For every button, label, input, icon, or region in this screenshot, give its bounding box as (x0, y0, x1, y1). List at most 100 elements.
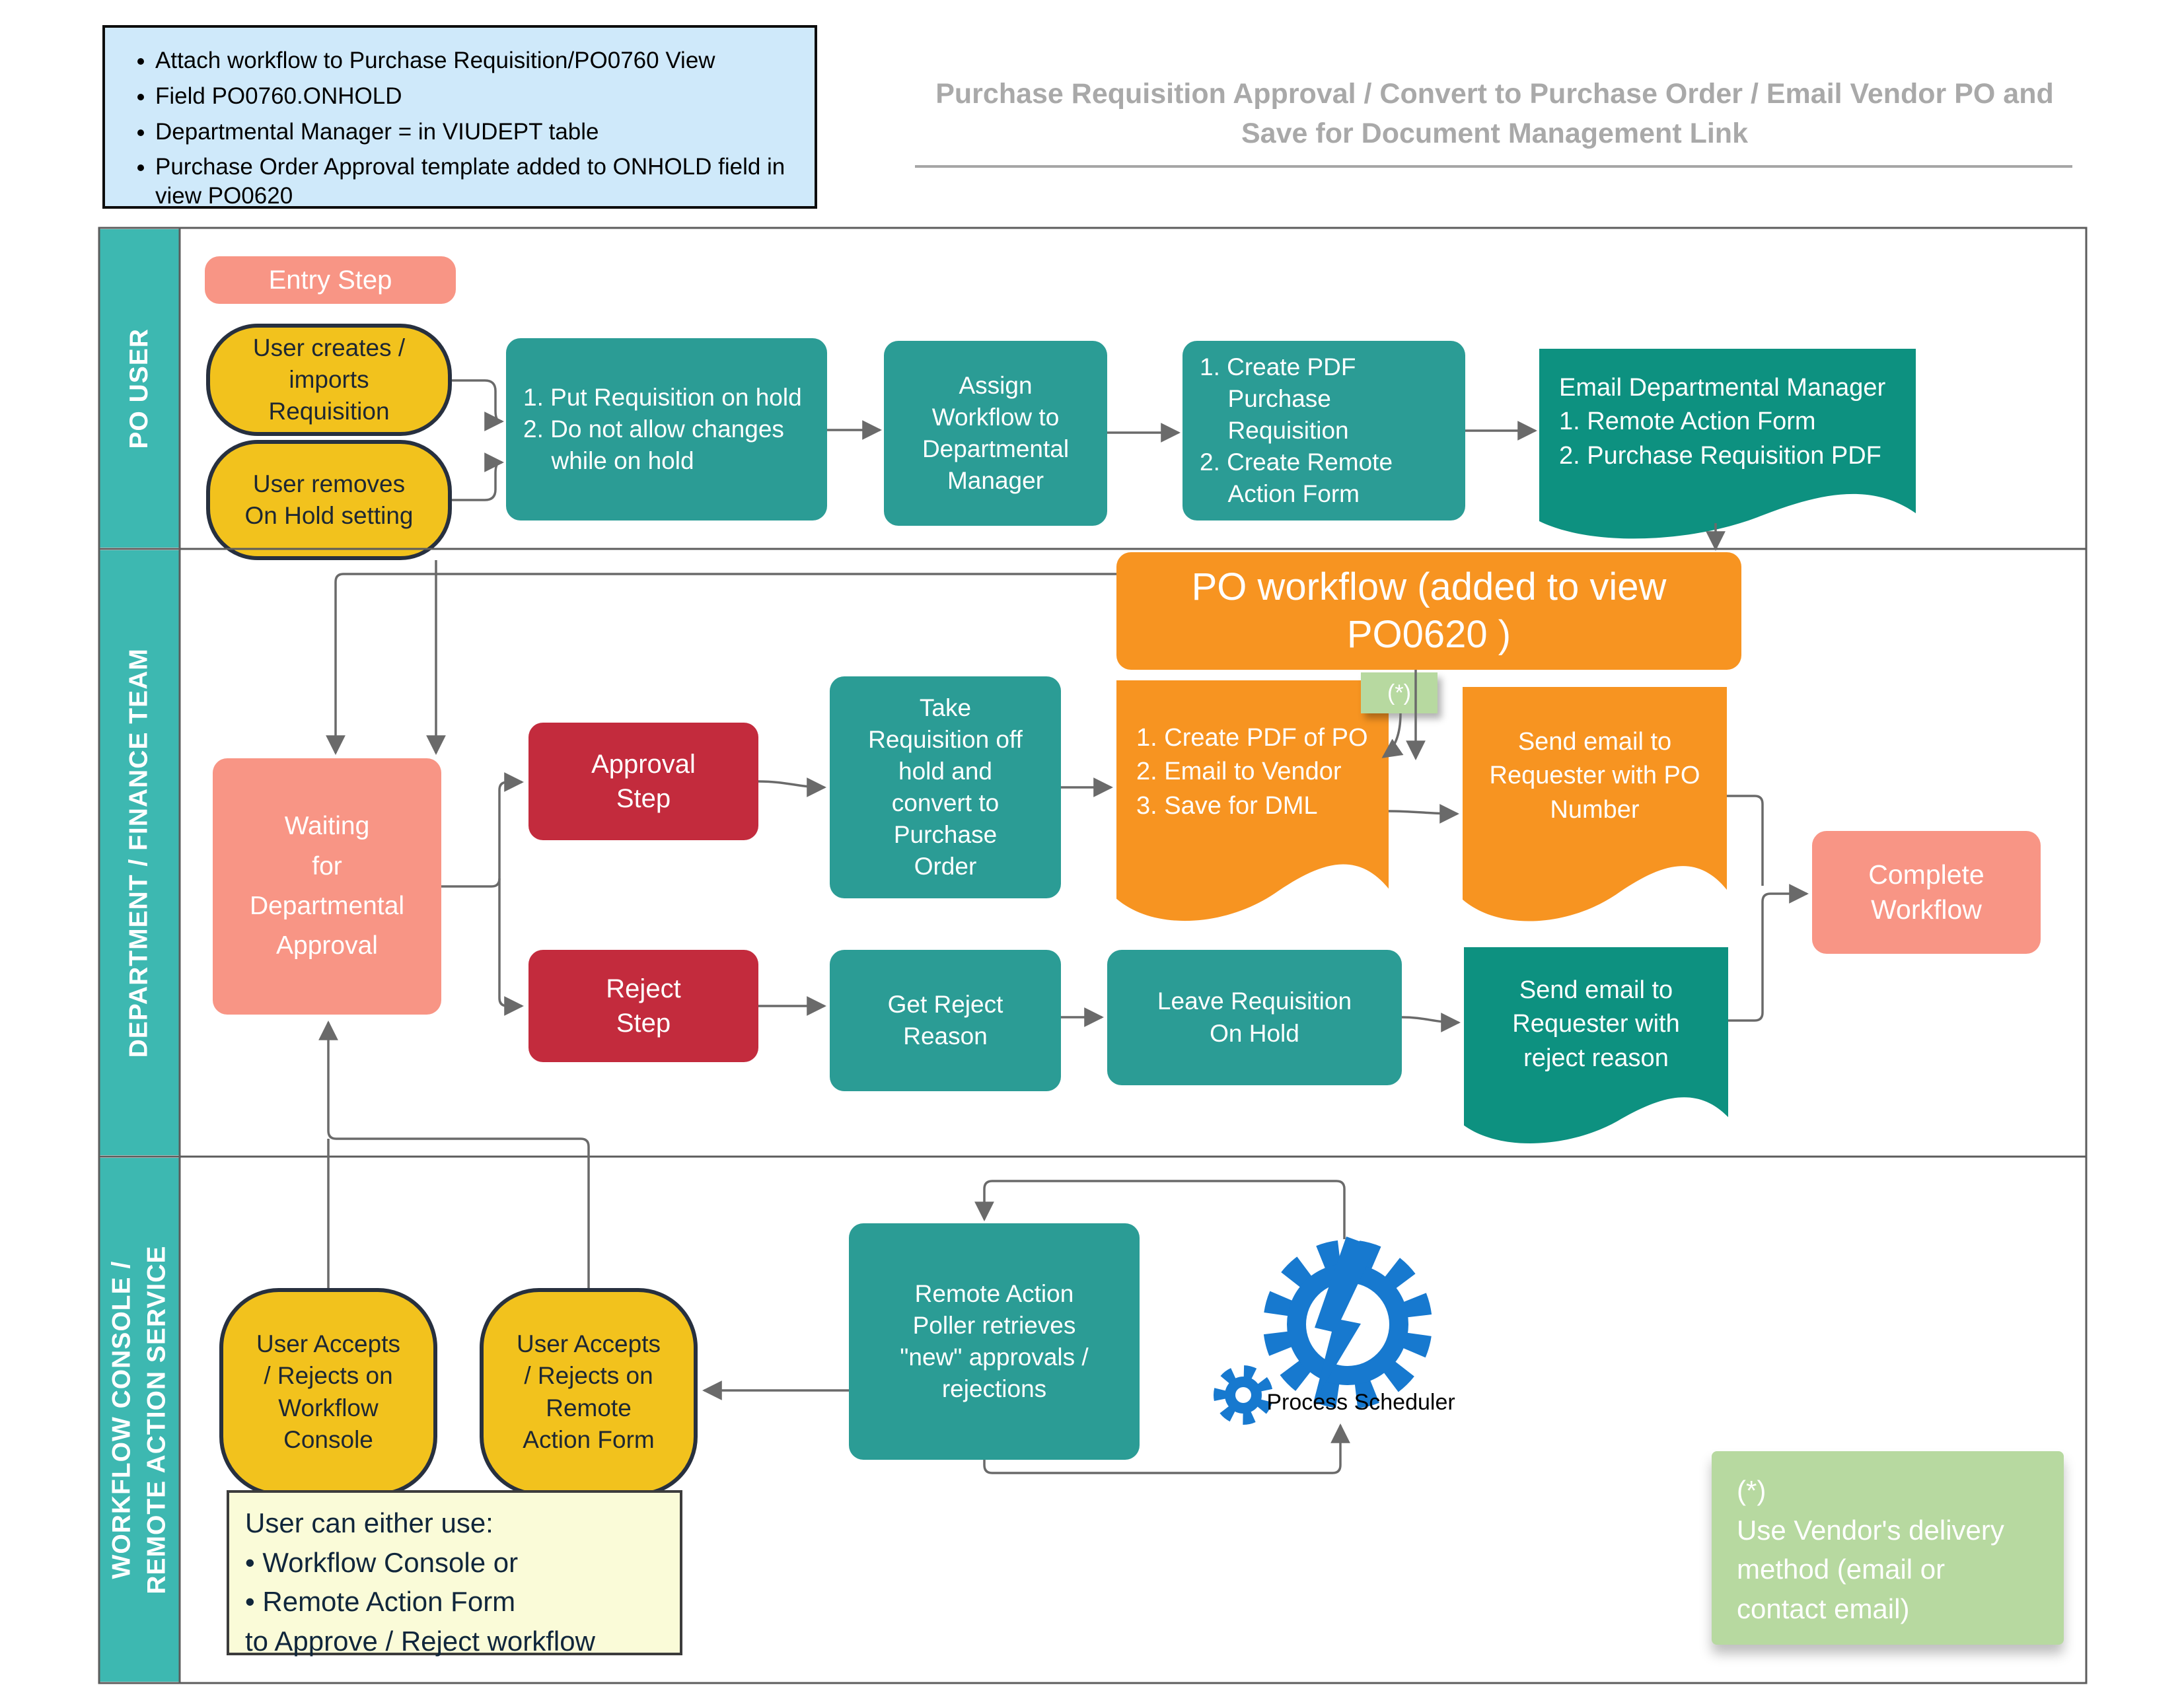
text-line: Purchase Order Approval template added t… (155, 153, 795, 211)
text-line: Requisition (268, 398, 390, 425)
text-line: Purchase (893, 821, 998, 849)
text-line: contact email) (1737, 1593, 1910, 1624)
lane-department-finance-label: DEPARTMENT / FINANCE TEAM (124, 647, 153, 1058)
text-line: Departmental (249, 892, 405, 920)
text-line: Reason (903, 1023, 988, 1050)
text-line: Poller retrieves (912, 1311, 1076, 1339)
text-line: PO workflow (added to view (1191, 565, 1667, 608)
text-line: 2. Purchase Requisition PDF (1559, 441, 1881, 470)
leave-requisition-on-hold: Leave Requisition On Hold (1107, 950, 1402, 1085)
text-line: Step (616, 784, 671, 813)
text-line: User can either use: (245, 1507, 493, 1538)
text-line: Requester with (1512, 1010, 1680, 1038)
text-line: On Hold (1210, 1019, 1299, 1047)
text-line: reject reason (1523, 1044, 1669, 1072)
text-line: User removes (252, 470, 406, 497)
diagram-title: Purchase Requisition Approval / Convert … (918, 74, 2071, 153)
text-line: Reject (606, 974, 681, 1003)
text-line: Use Vendor's delivery (1737, 1514, 2004, 1546)
text-line: Attach workflow to Purchase Requisition/… (155, 46, 795, 75)
text-line: convert to (891, 789, 1000, 816)
text-line: Workflow (278, 1394, 379, 1421)
lane-workflow-console-label: WORKFLOW CONSOLE / REMOTE ACTION SERVICE (104, 1245, 174, 1594)
text-line: 2. Do not allow changes while on hold (523, 415, 784, 475)
text-line: to Approve / Reject workflow (245, 1625, 595, 1657)
lane-po-user-label: PO USER (124, 328, 153, 449)
text-line: Step (616, 1009, 671, 1038)
text-line: User Accepts (517, 1330, 661, 1358)
diagram-title-line2: Save for Document Management Link (1241, 118, 1748, 150)
text-line: 2. Create Remote Action Form (1200, 449, 1393, 508)
text-line: Departmental Manager = in VIUDEPT table (155, 118, 795, 147)
text-line: Entry Step (268, 266, 392, 295)
text-line: On Hold setting (244, 502, 414, 529)
text-line: Send email to (1519, 976, 1673, 1004)
text-line: Field PO0760.ONHOLD (155, 82, 795, 111)
text-line: Departmental (922, 435, 1070, 462)
text-line: 1. Remote Action Form (1559, 408, 1816, 436)
text-line: Requester with PO (1489, 762, 1700, 790)
text-line: 1. Create PDF Purchase Requisition (1200, 353, 1356, 444)
text-line: Approval (276, 931, 378, 960)
text-line: hold and (898, 757, 992, 785)
text-line: Requisition off (868, 725, 1023, 753)
text-line: • Workflow Console or (245, 1546, 519, 1578)
text-line: Email Departmental Manager (1559, 374, 1886, 402)
text-line: Number (1550, 795, 1640, 824)
text-line: (*) (1737, 1475, 1766, 1506)
text-line: for (312, 851, 342, 880)
text-line: Send email to (1517, 728, 1672, 756)
text-line: Console (283, 1425, 373, 1453)
text-line: Approval (591, 750, 696, 779)
text-line: Workflow (1871, 894, 1982, 925)
diagram-title-line1: Purchase Requisition Approval / Convert … (935, 78, 2054, 110)
text-line: Manager (947, 467, 1044, 495)
setup-note: Attach workflow to Purchase Requisition/… (102, 25, 817, 209)
setup-note-list: Attach workflow to Purchase Requisition/… (118, 46, 795, 211)
text-line: Assign (959, 371, 1033, 399)
send-email-reject-reason: Send email to Requester with reject reason (1464, 947, 1728, 1152)
console-usage-note: User can either use: • Workflow Console … (227, 1490, 682, 1657)
text-line: 1. Create PDF of PO (1136, 724, 1368, 752)
text-line: Action Form (523, 1425, 655, 1453)
lane-workflow-console-label-line2: REMOTE ACTION SERVICE (142, 1245, 170, 1595)
process-scheduler-label: Process Scheduler (1266, 1390, 1455, 1415)
entry-step-label: Entry Step (205, 256, 456, 304)
text-line: Order (914, 853, 977, 880)
send-email-po-number: Send email to Requester with PO Number (1463, 687, 1727, 931)
text-line: Complete (1868, 859, 1984, 890)
text-line: User creates / (252, 334, 406, 361)
text-line: Workflow to (931, 403, 1060, 431)
user-removes-onhold: User removes On Hold setting (206, 440, 452, 560)
put-requisition-on-hold: 1. Put Requisition on hold 2. Do not allo… (506, 338, 827, 520)
text-line: 3. Save for DML (1136, 791, 1318, 820)
text-line: imports (289, 365, 369, 393)
text-line: Waiting (284, 812, 370, 841)
text-line: rejections (941, 1375, 1047, 1403)
lane-department-finance: DEPARTMENT / FINANCE TEAM (99, 550, 180, 1155)
text-line: / Rejects on (524, 1362, 653, 1390)
lane-po-user: PO USER (99, 229, 180, 548)
text-line: Leave Requisition (1157, 987, 1352, 1015)
text-line: User Accepts (256, 1330, 400, 1358)
text-line: Remote Action (914, 1279, 1074, 1307)
text-line: Remote (546, 1394, 632, 1421)
lane-workflow-console-label-line1: WORKFLOW CONSOLE / (107, 1260, 136, 1579)
text-line: Take (919, 694, 972, 721)
text-line: Get Reject (887, 990, 1003, 1018)
text-line: 1. Put Requisition on hold (523, 383, 802, 411)
